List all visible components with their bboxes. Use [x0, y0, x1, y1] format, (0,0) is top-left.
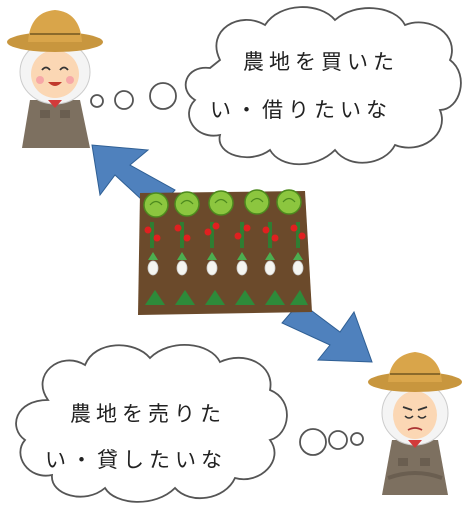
speech-top-line1: 農地を買いた: [243, 50, 399, 74]
speech-bottom-line1: 農地を売りた: [70, 402, 226, 426]
speech-bottom-line2: い・貸したいな: [45, 448, 227, 472]
speech-top-line2: い・借りたいな: [210, 98, 392, 122]
